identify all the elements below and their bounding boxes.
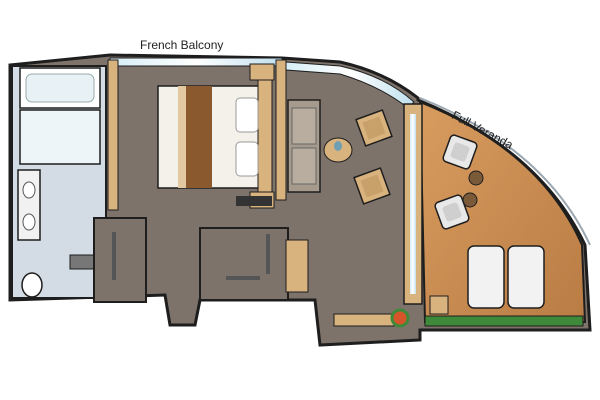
bed-runner-accent [178,86,186,188]
nightstand-top [249,63,275,81]
sink-2 [22,213,36,231]
planter-strip [424,315,584,327]
flowers [390,308,410,328]
sofa-cushion-2 [291,147,317,185]
bed-runner [186,86,212,188]
closet-left [93,217,147,303]
french-balcony-label: French Balcony [140,38,224,52]
sofa-cushion-1 [291,107,317,145]
room-divider [275,59,287,201]
closet-mid [199,227,289,301]
closet-mid-rail-2 [226,276,260,280]
lounger-1 [467,245,505,309]
veranda-chair-2 [434,194,470,230]
headboard [257,79,273,193]
window-frame-left [107,59,119,211]
veranda-door-glass [410,114,416,294]
tub-inner [25,73,95,103]
veranda-rail [419,97,591,246]
lounger-2 [507,245,545,309]
closet-left-rail [112,232,116,280]
pillow-2 [235,141,259,177]
shower [19,109,101,165]
toilet [21,272,43,298]
sink-1 [22,181,36,199]
veranda-side-table [429,295,449,315]
closet-mid-rail [266,234,270,274]
minibar [285,239,309,293]
pillow-1 [235,97,259,133]
vase [334,141,342,151]
armchair-2 [353,167,391,205]
veranda-chair-1 [442,134,478,170]
bed-bench [236,196,272,206]
veranda-table-1 [468,170,484,186]
armchair-1 [355,109,393,147]
desk [333,313,395,327]
